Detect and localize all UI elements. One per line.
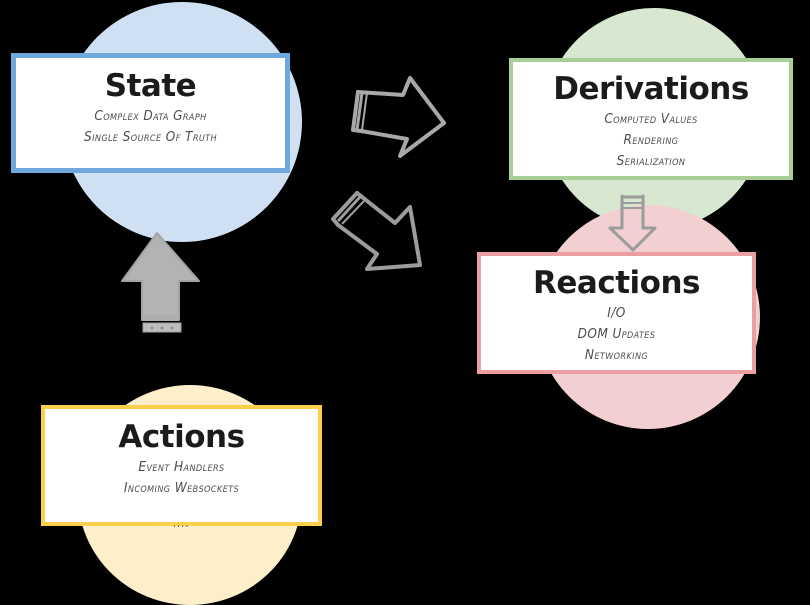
node-state-line-2: Single Source Of Truth	[83, 129, 218, 145]
node-state-line-1: Complex Data Graph	[94, 108, 207, 124]
node-derivations-line-2: Rendering	[623, 132, 679, 148]
node-reactions-title: Reactions	[533, 265, 700, 301]
node-actions-title: Actions	[118, 419, 245, 455]
node-derivations: Derivations Computed Values Rendering Se…	[509, 58, 793, 180]
diagram-canvas: State Complex Data Graph Single Source O…	[11, 2, 793, 605]
node-reactions-lines: I/O DOM Updates Networking	[578, 303, 656, 366]
node-reactions-line-1: I/O	[607, 305, 626, 321]
arrow-derivations-to-reactions-icon	[608, 194, 657, 252]
node-derivations-title: Derivations	[553, 71, 749, 107]
node-actions-line-2: Incoming Websockets	[123, 480, 240, 496]
node-reactions-line-2: DOM Updates	[577, 326, 656, 342]
arrow-state-to-reactions-icon	[331, 191, 422, 271]
node-reactions: Reactions I/O DOM Updates Networking	[477, 252, 756, 374]
node-derivations-line-3: Serialization	[616, 153, 686, 169]
node-actions-line-3: ....	[173, 517, 190, 530]
node-derivations-lines: Computed Values Rendering Serialization	[604, 109, 697, 172]
arrow-state-to-derivations-icon	[351, 76, 446, 158]
node-state: State Complex Data Graph Single Source O…	[11, 53, 290, 173]
node-reactions-line-3: Networking	[584, 347, 649, 363]
node-actions: Actions Event Handlers Incoming Websocke…	[41, 405, 322, 530]
node-actions-line-1: Event Handlers	[138, 459, 225, 475]
node-state-lines: Complex Data Graph Single Source Of Trut…	[84, 106, 217, 148]
node-derivations-line-1: Computed Values	[604, 111, 698, 127]
node-actions-lines: Event Handlers Incoming Websockets ....	[124, 457, 239, 534]
node-state-title: State	[104, 68, 197, 104]
arrow-actions-to-state-icon	[121, 232, 200, 333]
